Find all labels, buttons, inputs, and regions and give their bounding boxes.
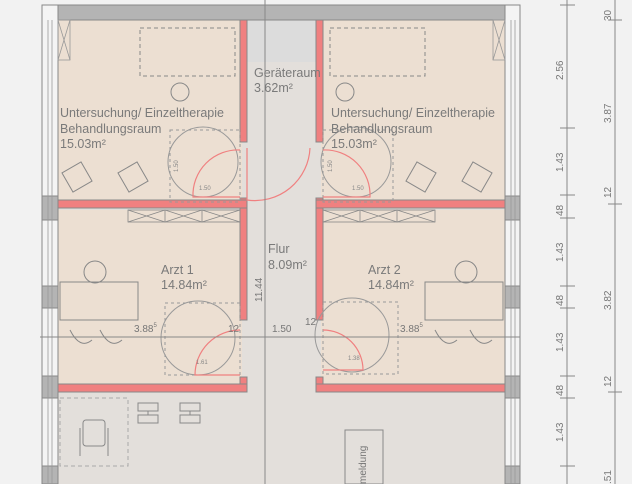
geraeteraum-name: Geräteraum bbox=[254, 66, 321, 80]
svg-text:1.43: 1.43 bbox=[555, 332, 566, 352]
wall-right-dim: 12 bbox=[305, 317, 317, 328]
turn-circle-2b: 1.50 bbox=[328, 160, 334, 172]
exterior-walls bbox=[41, 4, 521, 484]
geraeteraum-room bbox=[247, 20, 316, 62]
svg-text:1.43: 1.43 bbox=[555, 422, 566, 442]
flur-width: 1.50 bbox=[272, 324, 292, 335]
new-walls bbox=[57, 19, 506, 393]
cabinets bbox=[127, 209, 436, 223]
furniture bbox=[59, 27, 504, 484]
turn-circle-2: 1.50 bbox=[352, 186, 364, 192]
arzt1-room bbox=[58, 210, 242, 387]
svg-text:30: 30 bbox=[603, 9, 614, 21]
turn-circle-1b: 1.50 bbox=[174, 160, 180, 172]
svg-text:48: 48 bbox=[555, 204, 566, 216]
arzt2-width: 3.885 bbox=[400, 323, 423, 335]
right-inner-dims: 2.56 1.43 48 1.43 48 1.43 48 1.43 bbox=[555, 60, 566, 442]
svg-text:1.43: 1.43 bbox=[555, 152, 566, 172]
behandlung-right-name2: Behandlungsraum bbox=[331, 122, 432, 136]
svg-text:3.82: 3.82 bbox=[603, 290, 614, 310]
svg-text:12: 12 bbox=[603, 375, 614, 387]
arzt2-name: Arzt 2 bbox=[368, 263, 401, 277]
turn-circle-1: 1.50 bbox=[199, 186, 211, 192]
flur-area: 8.09m² bbox=[268, 258, 307, 272]
behandlung-right-area: 15.03m² bbox=[331, 137, 377, 151]
svg-text:12: 12 bbox=[603, 186, 614, 198]
arzt1-name: Arzt 1 bbox=[161, 263, 194, 277]
flur-length: 11.44 bbox=[254, 277, 265, 302]
svg-text:48: 48 bbox=[555, 384, 566, 396]
svg-text:2.56: 2.56 bbox=[555, 60, 566, 80]
right-outer-dims: 30 3.87 12 3.82 12 .51 bbox=[603, 9, 614, 484]
wall-left-dim: 12 bbox=[228, 324, 240, 335]
geraeteraum-area: 3.62m² bbox=[254, 81, 293, 95]
flur-name: Flur bbox=[268, 242, 290, 256]
svg-text:1.43: 1.43 bbox=[555, 242, 566, 262]
anmeldung-label: meldung bbox=[358, 446, 369, 484]
window-lines bbox=[47, 19, 516, 484]
behandlung-right-name1: Untersuchung/ Einzeltherapie bbox=[331, 106, 495, 120]
behandlung-left-area: 15.03m² bbox=[60, 137, 106, 151]
svg-text:48: 48 bbox=[555, 294, 566, 306]
behandlung-left-room bbox=[58, 20, 242, 200]
svg-text:3.87: 3.87 bbox=[603, 103, 614, 123]
arzt1-area: 14.84m² bbox=[161, 278, 207, 292]
arzt1-width: 3.885 bbox=[134, 323, 157, 335]
behandlung-right-room bbox=[321, 20, 505, 200]
behandlung-left-name2: Behandlungsraum bbox=[60, 122, 161, 136]
turn-circle-4: 1.38 bbox=[348, 356, 360, 362]
door-swings bbox=[192, 147, 371, 376]
behandlung-left-name1: Untersuchung/ Einzeltherapie bbox=[60, 106, 224, 120]
turn-circle-3: 1.61 bbox=[196, 360, 208, 366]
dimension-lines bbox=[40, 0, 622, 484]
arzt2-area: 14.84m² bbox=[368, 278, 414, 292]
svg-text:.51: .51 bbox=[603, 470, 614, 484]
